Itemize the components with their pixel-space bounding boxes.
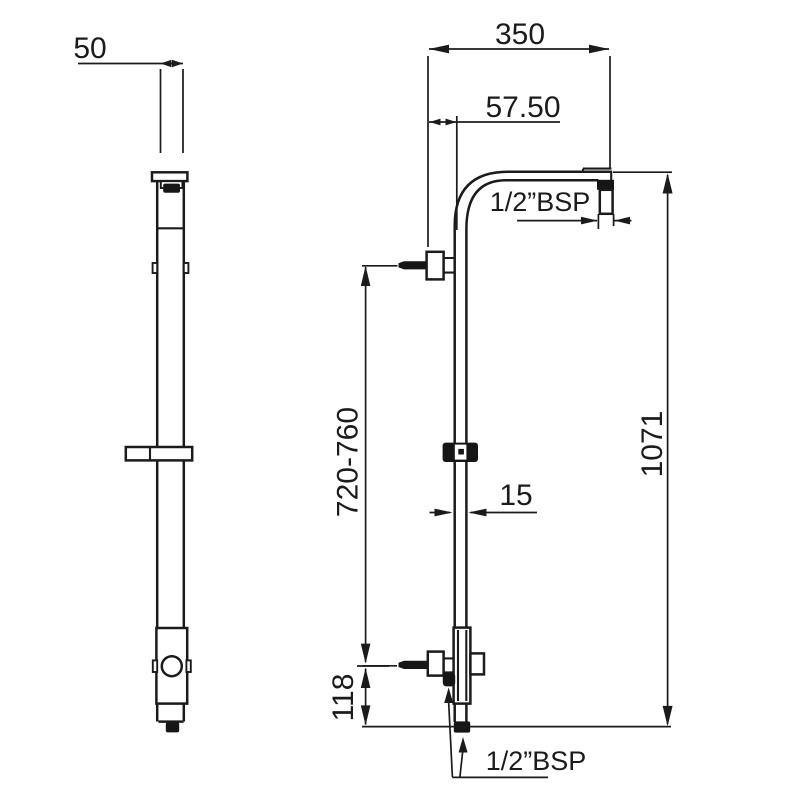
- dim-mounting-range: 720-760: [332, 264, 398, 667]
- slider-clamp-screw: [458, 448, 464, 455]
- dim-mounting-range-label: 720-760: [332, 407, 365, 517]
- outlet-collar: [597, 179, 614, 190]
- bottom-plate-inner-lines: [456, 630, 468, 701]
- dim-rail-width-label: 15: [499, 479, 532, 512]
- valve-lug-right: [185, 659, 192, 673]
- dim-top-outlet-label: 1/2”BSP: [490, 187, 591, 217]
- side-view: 50: [73, 32, 194, 733]
- hose-outlet-elbow: [442, 672, 456, 687]
- front-view: 350 57.50 1/2”BSP 1071: [327, 18, 673, 779]
- rail-top-clip: [163, 183, 180, 193]
- top-bracket-body: [425, 250, 445, 281]
- front-view-bottom-valve: [398, 626, 486, 733]
- dim-arm-offset-label: 57.50: [485, 91, 560, 124]
- upper-bracket-lug-right: [182, 262, 190, 274]
- outlet-thread-body: [598, 188, 614, 216]
- dim-rail-depth-label: 50: [73, 32, 106, 65]
- valve-knob-circle: [160, 654, 184, 678]
- dim-arm-reach-label: 350: [495, 18, 545, 51]
- arm-outlet-fitting: [597, 179, 614, 216]
- tube-outer-line: [453, 170, 612, 722]
- top-bracket-arm: [443, 256, 456, 274]
- tube-inner-line: [465, 178, 599, 722]
- bottom-bracket-screw: [398, 660, 428, 669]
- dim-arm-reach: 350: [427, 18, 611, 247]
- front-view-tube: [453, 167, 613, 722]
- bottom-mounting-plate: [452, 626, 472, 705]
- dim-rail-depth: 50: [73, 32, 184, 153]
- rail-top-cap: [150, 171, 189, 183]
- bottom-bracket-arm: [443, 657, 454, 674]
- dim-bottom-outlet: 1/2”BSP: [444, 687, 587, 779]
- dim-bottom-outlet-label: 1/2”BSP: [486, 746, 587, 776]
- dim-outlet-height-label: 118: [327, 674, 360, 722]
- dim-top-outlet: 1/2”BSP: [490, 187, 632, 229]
- side-view-rail: [124, 171, 194, 733]
- upper-bracket-lug-left: [151, 262, 159, 274]
- dim-overall-height-label: 1071: [636, 411, 669, 478]
- bottom-bracket-body: [426, 650, 445, 677]
- dim-overall-height: 1071: [613, 171, 673, 727]
- rail-bottom-connector: [165, 722, 180, 733]
- dim-outlet-height: 118: [327, 664, 397, 726]
- front-view-slider-clamp: [442, 442, 478, 462]
- front-view-top-bracket: [398, 250, 456, 281]
- dim-arm-offset: 57.50: [429, 91, 561, 230]
- arm-end-sleeve: [581, 167, 612, 172]
- bottom-right-tab: [469, 652, 486, 676]
- dim-rail-width: 15: [429, 479, 537, 517]
- valve-lug-left: [151, 659, 159, 673]
- top-bracket-screw: [398, 261, 427, 270]
- side-view-slider-bar: [124, 445, 194, 462]
